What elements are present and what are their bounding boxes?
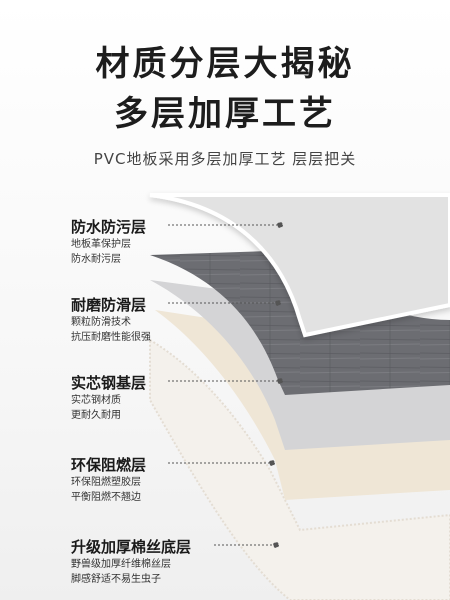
layer-label-eco: 环保阻燃层 环保阻燃塑胶层 平衡阻燃不翘边 [71,455,146,505]
layer-title: 升级加厚棉丝底层 [71,538,192,556]
layer-desc: 颗粒防滑技术 [71,317,131,328]
main-title-line2: 多层加厚工艺 [114,94,336,134]
layer-desc: 更耐久耐用 [71,410,121,421]
subtitle: PVC地板采用多层加厚工艺 层层把关 [93,150,357,168]
layer-desc: 野兽级加厚纤维棉丝层 [71,559,171,570]
layer-desc: 抗压耐磨性能很强 [71,332,151,343]
leader-lines [168,222,283,548]
layer-desc: 脚感舒适不易生虫子 [71,574,161,585]
layer-desc: 平衡阻燃不翘边 [71,492,141,503]
felt-base-layer [149,338,450,600]
top-layer [149,193,450,338]
layer-label-antislip: 耐磨防滑层 颗粒防滑技术 抗压耐磨性能很强 [71,295,151,345]
layer-desc: 实芯钢材质 [71,395,121,406]
layer-desc: 地板革保护层 [71,239,131,250]
layer-title: 实芯钢基层 [71,374,147,392]
layer-desc: 环保阻燃塑胶层 [71,477,141,488]
layer-title: 防水防污层 [71,218,147,236]
layer-label-steel: 实芯钢基层 实芯钢材质 更耐久耐用 [71,373,146,423]
layer-label-felt: 升级加厚棉丝底层 野兽级加厚纤维棉丝层 脚感舒适不易生虫子 [71,537,191,587]
layer-title: 耐磨防滑层 [71,296,147,314]
main-title-line1: 材质分层大揭秘 [95,44,355,84]
layer-desc: 防水耐污层 [71,254,121,265]
layer-title: 环保阻燃层 [71,456,147,474]
layer-label-waterproof: 防水防污层 地板革保护层 防水耐污层 [71,217,146,267]
